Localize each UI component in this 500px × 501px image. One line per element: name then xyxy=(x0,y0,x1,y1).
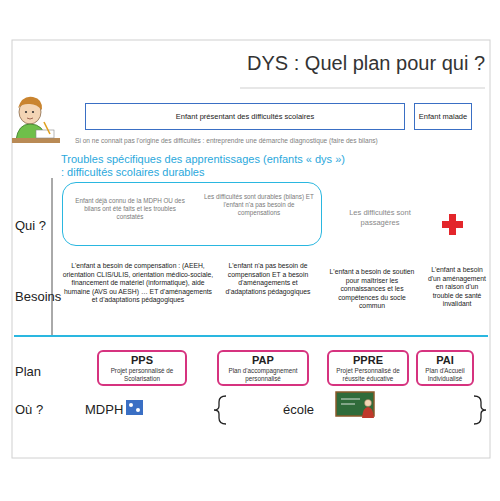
plan-box: PPREProjet Personnalisé de réussite éduc… xyxy=(327,350,409,386)
mdph-logo xyxy=(126,400,143,415)
child-pencil xyxy=(44,122,50,134)
child-eye xyxy=(25,111,27,113)
plan-box: PAPPlan d'accompagnement personnalisé xyxy=(217,350,309,386)
diagnostic-note: Si on ne connait pas l'origine des diffi… xyxy=(75,137,495,144)
child-paper xyxy=(36,130,54,138)
need-text: L'enfant a besoin d'un aménagement en ra… xyxy=(426,266,488,309)
place-label: MDPH xyxy=(85,402,130,417)
row-label: Où ? xyxy=(15,402,55,417)
group-heading: Troubles spécifiques des apprentissages … xyxy=(61,153,346,179)
need-text: L'enfant a besoin de soutien pour maîtri… xyxy=(326,268,418,311)
plan-box: PPSProjet personnalisé de Scolarisation xyxy=(97,350,187,386)
plan-acronym: PPS xyxy=(131,354,153,367)
plan-name: Plan d'Accueil Individualisé xyxy=(418,367,472,382)
brace-close xyxy=(474,396,486,424)
situation-box: Enfant présentant des difficultés scolai… xyxy=(85,103,405,130)
logo-square xyxy=(126,400,143,415)
plan-name: Projet Personnalisé de réussite éducativ… xyxy=(329,367,407,382)
title-rule xyxy=(240,88,485,89)
teacher-head xyxy=(365,400,372,407)
row-axis xyxy=(52,178,53,336)
need-text: L'enfant n'a pas besoin de compensation … xyxy=(219,262,317,296)
plan-acronym: PAP xyxy=(252,354,274,367)
teacher-body xyxy=(362,407,374,418)
who-text: Les difficultés sont passagères xyxy=(335,208,425,227)
need-text: L'enfant a besoin de compensation : (AEE… xyxy=(62,262,214,305)
plan-acronym: PAI xyxy=(436,354,454,367)
teacher-illustration xyxy=(336,392,374,418)
brace-open xyxy=(214,396,226,424)
box-text: Enfant présentant des difficultés scolai… xyxy=(176,112,314,121)
child-eye xyxy=(32,111,34,113)
who-text: Les difficultés sont durables (bilans) E… xyxy=(203,193,315,217)
diagram-title: DYS : Quel plan pour qui ? xyxy=(230,52,485,75)
logo-figure xyxy=(129,403,133,407)
child-desk xyxy=(12,138,60,143)
child-illustration xyxy=(12,97,60,143)
who-text: Enfant déjà connu de la MDPH OU des bila… xyxy=(71,197,189,221)
place-label: école xyxy=(283,402,333,417)
plan-separator xyxy=(14,335,488,337)
chalk-line xyxy=(341,399,360,400)
row-label: Qui ? xyxy=(15,218,55,233)
situation-box: Enfant malade xyxy=(414,103,472,130)
plan-name: Plan d'accompagnement personnalisé xyxy=(219,367,307,382)
row-label: Besoins xyxy=(15,289,65,304)
cross-bar xyxy=(442,221,463,228)
child-mouth xyxy=(27,118,33,119)
row-label: Plan xyxy=(15,364,55,379)
slide-frame xyxy=(12,40,490,458)
chalk-line xyxy=(341,404,355,405)
child-hair xyxy=(18,97,42,110)
group-box: Troubles spécifiques des apprentissages … xyxy=(62,182,322,246)
plan-name: Projet personnalisé de Scolarisation xyxy=(99,367,185,382)
red-cross xyxy=(442,214,463,235)
box-text: Enfant malade xyxy=(419,112,467,121)
plan-acronym: PPRE xyxy=(353,354,383,367)
plan-box: PAIPlan d'Accueil Individualisé xyxy=(416,350,474,386)
logo-figure xyxy=(136,408,140,412)
